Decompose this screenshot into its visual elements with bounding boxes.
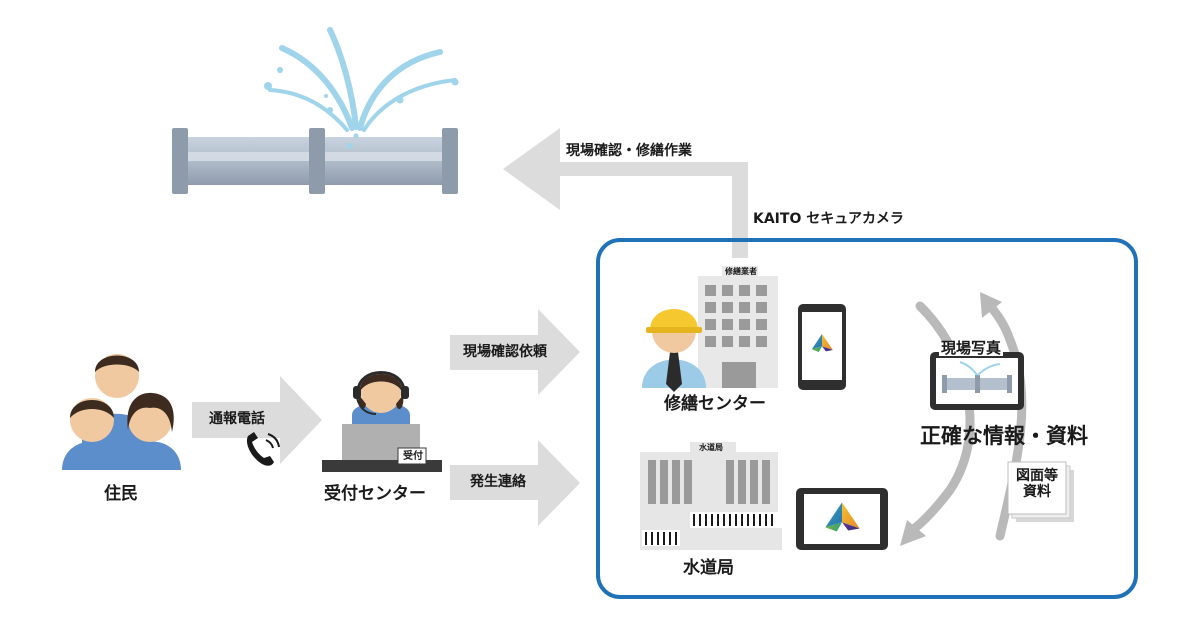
incident-contact-label: 発生連絡 <box>470 474 526 490</box>
site-request-label: 現場確認依頼 <box>463 344 547 360</box>
water-bureau-building-icon <box>640 442 782 550</box>
phone-icon <box>246 432 280 466</box>
report-call-arrow <box>192 376 322 464</box>
reception-sign: 受付 <box>403 451 423 462</box>
reception-label: 受付センター <box>324 484 426 504</box>
system-frame <box>596 238 1138 599</box>
water-spray-icon <box>268 27 457 132</box>
tablet-icon <box>796 488 888 550</box>
document-label-line1: 図面等 <box>1016 468 1058 484</box>
site-work-label: 現場確認・修繕作業 <box>566 143 692 159</box>
pipe-leak-icon <box>172 27 459 194</box>
residents-label: 住民 <box>104 484 138 504</box>
water-bureau-label: 水道局 <box>683 558 734 578</box>
document-icon <box>1007 461 1074 522</box>
site-work-arrow <box>503 128 748 258</box>
accurate-info-label: 正確な情報・資料 <box>920 424 1088 448</box>
water-building-sign: 水道局 <box>699 443 723 452</box>
office-building-icon <box>698 266 778 388</box>
document-label: 図面等 資料 <box>1012 468 1062 500</box>
system-title: KAITO セキュアカメラ <box>753 211 904 227</box>
document-label-line2: 資料 <box>1023 484 1051 501</box>
arrows <box>192 128 748 526</box>
worker-icon <box>642 309 706 392</box>
smartphone-icon <box>798 304 846 390</box>
residents-icon <box>62 354 181 470</box>
site-request-arrow <box>450 309 580 395</box>
site-photo-label: 現場写真 <box>939 339 1004 357</box>
photo-tablet-icon <box>930 352 1024 410</box>
operator-icon <box>322 371 442 472</box>
report-call-label: 通報電話 <box>209 411 265 427</box>
incident-contact-arrow <box>450 440 580 526</box>
repair-center-label: 修繕センター <box>664 394 766 414</box>
repair-building-sign: 修繕業者 <box>725 267 757 276</box>
